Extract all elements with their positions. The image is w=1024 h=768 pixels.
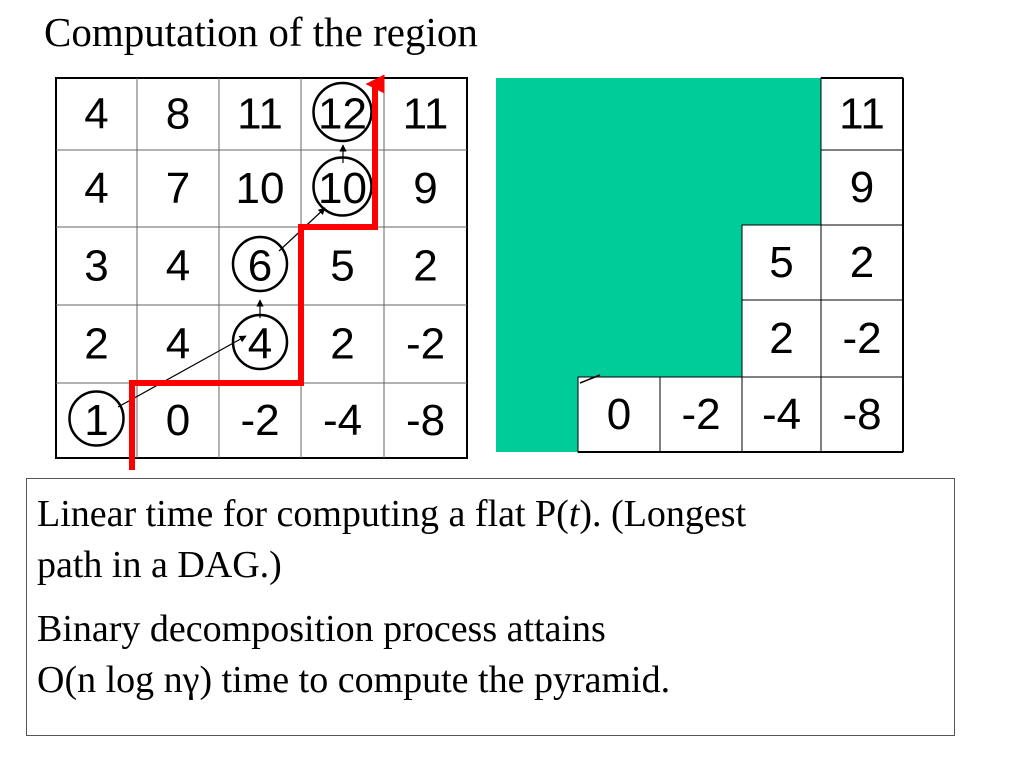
right-cell-value: 2 bbox=[769, 314, 793, 363]
right-grid: 11 9 5 2 2 -2 0 -2 -4 -8 bbox=[496, 77, 904, 453]
left-cell-value: 10 bbox=[318, 164, 367, 213]
path-cell-circle bbox=[312, 81, 373, 143]
slide-title: Computation of the region bbox=[44, 9, 478, 55]
left-cell-value: 4 bbox=[84, 90, 108, 139]
left-cell-value: 7 bbox=[166, 164, 190, 213]
dependency-arrow bbox=[117, 335, 247, 408]
left-cell-value: 8 bbox=[166, 90, 190, 139]
left-cell-value: -2 bbox=[240, 396, 279, 445]
left-cell-value: 2 bbox=[330, 320, 354, 369]
right-cell-value: 5 bbox=[769, 238, 793, 287]
left-cell-value: 2 bbox=[84, 320, 108, 369]
right-cell-value: -2 bbox=[842, 314, 881, 363]
left-cell-value: 11 bbox=[237, 90, 283, 139]
left-cell-value: 12 bbox=[318, 90, 367, 139]
p1-line1: Linear time for computing a flat P(t). (… bbox=[37, 489, 944, 540]
left-cell-value: 1 bbox=[84, 396, 108, 445]
left-cell-value: 0 bbox=[166, 396, 190, 445]
longest-path-line bbox=[129, 74, 385, 470]
left-cell-value: 2 bbox=[413, 242, 437, 291]
binary-decomposition-paragraph: Binary decomposition process attains O(n… bbox=[37, 604, 944, 706]
left-grid-frame bbox=[55, 77, 468, 459]
left-cell-value: 10 bbox=[236, 164, 285, 213]
path-cell-circle bbox=[231, 235, 289, 293]
left-cell-value: 4 bbox=[248, 320, 272, 369]
right-cell bbox=[820, 77, 904, 151]
right-cell-value: 11 bbox=[839, 90, 885, 139]
p2-line2: O(n log nγ) time to compute the pyramid. bbox=[37, 659, 671, 701]
linear-time-paragraph: Linear time for computing a flat P(t). (… bbox=[37, 489, 944, 591]
right-cell-value: -2 bbox=[681, 390, 720, 439]
computed-region-fill bbox=[496, 78, 821, 452]
right-cell-value: -8 bbox=[842, 390, 881, 439]
left-cell-value: 4 bbox=[84, 164, 108, 213]
right-cell bbox=[741, 299, 822, 378]
left-cell-value: 5 bbox=[330, 242, 354, 291]
p1-line1-b: ). (Longest bbox=[579, 493, 747, 535]
p2-line1: Binary decomposition process attains bbox=[37, 608, 606, 650]
left-cell-value: 9 bbox=[413, 164, 437, 213]
p1-t-italic: t bbox=[568, 493, 580, 535]
right-cell bbox=[820, 299, 904, 378]
p1-line1-a: Linear time for computing a flat P( bbox=[37, 493, 569, 535]
explanation-box: Linear time for computing a flat P(t). (… bbox=[26, 478, 955, 736]
region-arrow-stub bbox=[579, 374, 601, 384]
left-cell-value: -4 bbox=[323, 396, 362, 445]
p1-line2: path in a DAG.) bbox=[37, 544, 282, 586]
right-cell-value: -4 bbox=[762, 390, 801, 439]
left-cell-value: -2 bbox=[406, 320, 445, 369]
left-cell-value: 3 bbox=[84, 242, 108, 291]
right-cell bbox=[741, 376, 822, 453]
right-cell bbox=[577, 376, 661, 453]
right-cell-value: 0 bbox=[607, 390, 631, 439]
right-cell-value: 9 bbox=[850, 163, 874, 212]
left-cell-value: 6 bbox=[248, 242, 272, 291]
left-cell-value: 4 bbox=[166, 242, 190, 291]
left-cell-value: -8 bbox=[406, 396, 445, 445]
right-cell bbox=[820, 376, 904, 453]
circled-path-cells bbox=[68, 81, 373, 447]
path-cell-circle bbox=[68, 390, 125, 447]
right-cell-value: 2 bbox=[850, 238, 874, 287]
left-cell-value: 4 bbox=[166, 320, 190, 369]
left-cell-value: 11 bbox=[403, 90, 449, 139]
